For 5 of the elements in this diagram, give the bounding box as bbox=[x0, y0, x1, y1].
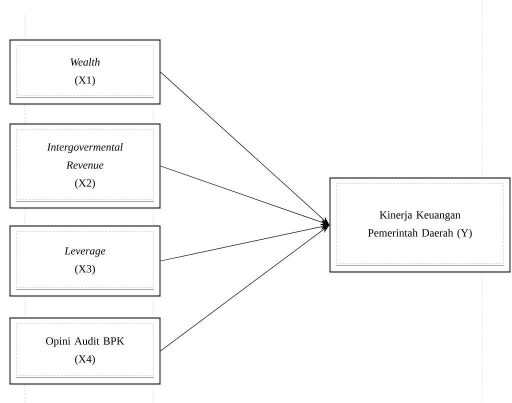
variable-box: Opini Audit BPK (X4) bbox=[10, 318, 160, 384]
variable-box: Intergovermental Revenue (X2) bbox=[10, 124, 160, 208]
variable-box: Leverage (X3) bbox=[10, 226, 160, 296]
variable-box: Wealth (X1) bbox=[10, 40, 160, 104]
variable-box: Kinerja Keuangan Pemerintah Daerah (Y) bbox=[330, 178, 510, 272]
